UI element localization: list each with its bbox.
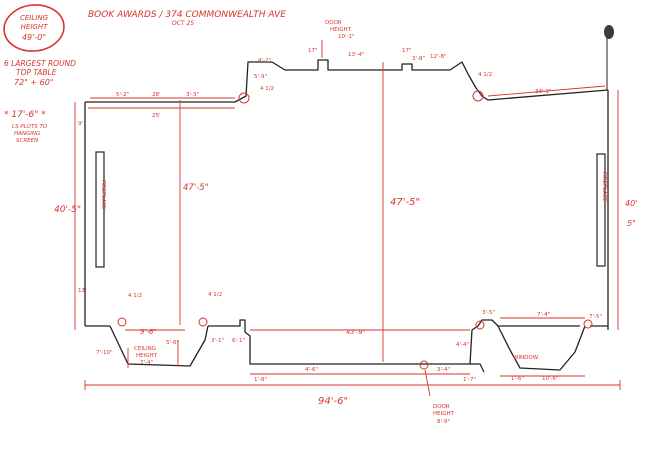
dim-5-9: 5'-9" [254,74,267,80]
screen-note-line2: HANGING [14,131,40,137]
bay-ceiling-line2: HEIGHT [136,353,158,359]
north-flag-marker [604,25,614,90]
dim-3-4: 3'-4" [437,367,450,373]
dim-10-6: 10'-6" [542,376,559,382]
dim-right-wall-b: 5" [627,219,636,228]
room-walls [84,59,609,373]
dim-4-4: 4'-4" [456,342,469,348]
dim-6-1: 6'-1" [232,338,245,344]
screen-note-line3: SCREEN [16,138,38,144]
screen-note-line1: LS PLOTS TO [12,124,48,130]
door-top-line2: HEIGHT [330,27,352,33]
dim-5-2: 5'-2" [116,92,129,98]
door-bottom-line2: HEIGHT [433,411,455,417]
dim-9: 9' [78,121,83,127]
sheet-title: BOOK AWARDS / 374 COMMONWEALTH AVE [88,10,286,20]
ceiling-stamp-line1: CEILING [20,14,49,22]
ceiling-height-stamp: CEILING HEIGHT 49'-0" [3,4,65,52]
dim-17-b: 17" [402,48,412,54]
dim-3-5: 3'-5" [482,310,495,316]
dim-3-8: 3'-8" [412,56,425,62]
dim-7-4: 7'-4" [537,312,550,318]
bay-ceiling-line3: 7'-4" [140,360,153,366]
dim-13-4: 13'-4" [348,52,365,58]
fireplace-left-label: FIREPLACE [100,180,106,210]
ceiling-stamp-line2: HEIGHT [21,23,48,31]
table-note-line3: 72" + 60" [14,78,54,87]
fireplace-right-label: FIREPLACE [601,172,607,202]
fireplace-right: FIREPLACE [596,153,607,267]
screen-note: * 17'-6" * LS PLOTS TO HANGING SCREEN [4,110,48,144]
dimension-labels: 47'-5" 47'-5" 40'-5" 40' 5" 94'-6" 43'-9… [54,48,637,407]
door-height-bottom: DOOR HEIGHT 8'-9" [433,404,455,425]
dim-right-wall-a: 40' [625,199,637,208]
door-height-top: DOOR HEIGHT 10'-1" [325,20,355,40]
ceiling-stamp-value: 49'-0" [22,33,46,42]
window-label: WINDOW [513,355,539,361]
dim-28: 28' [152,92,161,98]
table-note-line2: TOP TABLE [16,68,57,77]
dim-4-2: 4'-2" [258,58,271,64]
bay-ceiling-line1: CEILING [134,346,156,352]
dim-5-6: 5'-6" [166,340,179,346]
dim-25: 25' [152,113,161,119]
screen-note-value: * 17'-6" * [4,110,46,120]
dim-win-4: 4 1/2 [208,292,222,298]
door-bottom-line3: 8'-9" [437,419,450,425]
dim-win-3: 4 1/2 [128,293,142,299]
dim-1-6: 1'-6" [511,376,524,382]
dim-33-1: 33'-1" [535,89,552,95]
fireplace-left: FIREPLACE [95,151,106,268]
door-top-line3: 10'-1" [338,34,355,40]
ceiling-height-bay: CEILING HEIGHT 7'-4" [134,346,158,366]
dim-overall-width: 94'-6" [318,396,348,407]
dim-bay-left: 9'-6" [140,328,157,336]
dim-13: 13' [78,288,87,294]
dim-1-8: 1'-8" [254,377,267,383]
dim-3-1: 3'-1" [211,338,224,344]
dim-left-wall: 40'-5" [54,205,81,215]
dim-17-top: 17" [308,48,318,54]
table-note-line1: 6 LARGEST ROUND [4,59,76,68]
dim-7-5: 7'-5" [589,314,602,320]
dim-7-10: 7'-10" [96,350,113,356]
dim-win-1: 4 1/2 [260,86,274,92]
dim-height-left: 47'-5" [183,183,209,193]
door-swings [117,90,593,370]
dim-4-6: 4'-6" [305,367,318,373]
sheet-date: OCT 25 [172,20,194,27]
dim-12-8: 12'-8" [430,54,447,60]
dim-height-center: 47'-5" [390,197,420,208]
door-bottom-line1: DOOR [433,404,450,410]
table-note: 6 LARGEST ROUND TOP TABLE 72" + 60" [4,59,76,87]
dimension-lines [74,40,621,397]
door-top-line1: DOOR [325,20,342,26]
dim-3-3: 3'-3" [186,92,199,98]
dim-bottom-center: 43'-9" [346,328,366,336]
dim-win-2: 4 1/2 [478,72,492,78]
dim-1-7: 1'-7" [463,377,476,383]
